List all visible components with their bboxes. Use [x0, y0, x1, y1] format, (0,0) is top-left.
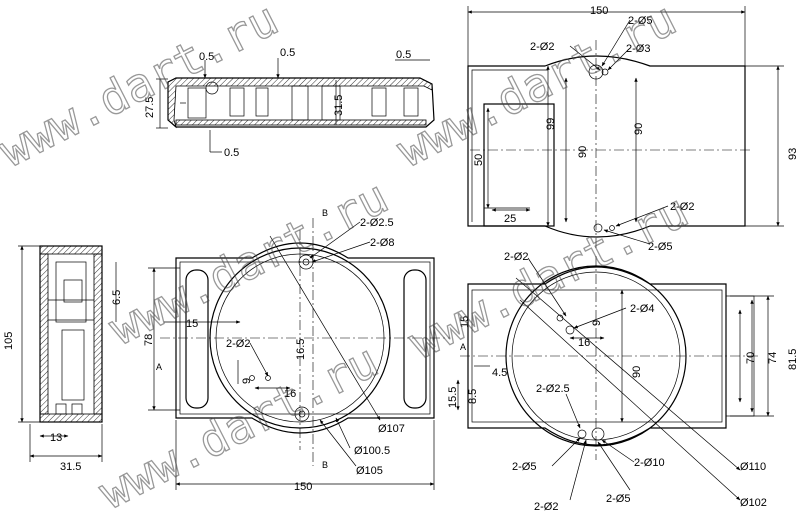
dim-16-mid: 16 — [284, 388, 296, 400]
dim-90-br: 90 — [631, 366, 643, 378]
label-d100-5: Ø100.5 — [354, 445, 390, 457]
dim-31-5: 31.5 — [333, 95, 345, 116]
label-2-d5-br-b: 2-Ø5 — [606, 493, 630, 505]
dim-31-5-left: 31.5 — [60, 461, 81, 473]
dim-0-5-d: 0.5 — [224, 147, 239, 159]
label-2-d4-br: 2-Ø4 — [630, 303, 654, 315]
dim-99: 99 — [545, 118, 557, 130]
watermark-1: www.dart.ru — [0, 0, 286, 178]
dim-81-5: 81.5 — [787, 349, 799, 370]
dim-9-mid: 9 — [241, 378, 253, 384]
dim-6-5: 6.5 — [111, 290, 123, 305]
dim-25: 25 — [504, 213, 516, 225]
dim-93: 93 — [787, 148, 799, 160]
label-2-d5-lower: 2-Ø5 — [648, 241, 672, 253]
dim-0-5-b: 0.5 — [280, 47, 295, 59]
label-2-d2-top: 2-Ø2 — [530, 41, 554, 53]
section-mark-b-bottom: B — [322, 460, 328, 470]
dim-27-5: 27.5 — [144, 97, 156, 118]
watermark-3: www.dart.ru — [100, 169, 396, 355]
section-mark-a-br: A — [460, 342, 466, 352]
dim-9-br: 9 — [591, 320, 603, 326]
dim-15-mid: 15 — [186, 318, 198, 330]
dim-78: 78 — [143, 334, 155, 346]
dim-15-br: 15 — [459, 316, 471, 328]
label-2-d2-5-br: 2-Ø2.5 — [536, 383, 570, 395]
dim-70: 70 — [745, 352, 757, 364]
label-2-d10: 2-Ø10 — [634, 457, 665, 469]
dim-50: 50 — [473, 154, 485, 166]
watermark-layer: www.dart.ru www.dart.ru www.dart.ru www.… — [0, 0, 697, 514]
dim-0-5-c: 0.5 — [396, 49, 411, 61]
left-side-section: 105 6.5 13 31.5 — [3, 245, 123, 473]
label-2-d8-mid: 2-Ø8 — [370, 237, 394, 249]
label-d102: Ø102 — [740, 497, 767, 509]
dim-90-b: 90 — [577, 146, 589, 158]
watermark-5: www.dart.ru — [90, 333, 386, 514]
dim-13: 13 — [50, 432, 62, 444]
label-2-d3-top: 2-Ø3 — [626, 43, 650, 55]
label-2-d2-br: 2-Ø2 — [504, 251, 528, 263]
top-right-plan-view: 150 93 90 90 99 50 25 2-Ø5 2-Ø2 2-Ø3 2-Ø… — [467, 5, 799, 253]
label-2-d5-br-a: 2-Ø5 — [512, 461, 536, 473]
label-2-d5-top: 2-Ø5 — [628, 15, 652, 27]
dim-15-5: 15.5 — [447, 387, 459, 408]
dim-74: 74 — [767, 352, 779, 364]
label-2-d2-br-b: 2-Ø2 — [534, 501, 558, 513]
section-mark-b-top: B — [322, 208, 328, 218]
dim-105: 105 — [3, 332, 15, 350]
dim-8-5: 8.5 — [467, 389, 479, 404]
dim-16-br: 16 — [578, 337, 590, 349]
dim-150-mid: 150 — [294, 481, 312, 493]
label-2-d2-5-mid: 2-Ø2.5 — [360, 217, 394, 229]
label-2-d2-mid: 2-Ø2 — [226, 338, 250, 350]
dim-0-5-a: 0.5 — [199, 51, 214, 63]
label-d107: Ø107 — [378, 423, 405, 435]
section-mark-a-mid: A — [156, 362, 162, 372]
label-d105: Ø105 — [356, 465, 383, 477]
dim-90-a: 90 — [633, 123, 645, 135]
top-section-view: 0.5 0.5 0.5 0.5 27.5 31.5 — [144, 47, 435, 159]
dim-4-5: 4.5 — [492, 367, 507, 379]
watermark-4: www.dart.ru — [400, 183, 696, 369]
label-2-d2-lower: 2-Ø2 — [670, 201, 694, 213]
dim-16-5: 16.5 — [295, 339, 307, 360]
middle-front-view: 150 78 15 16.5 9 16 2-Ø2 2-Ø2.5 2-Ø8 Ø10… — [143, 208, 450, 493]
dim-150-top: 150 — [590, 5, 608, 17]
bottom-right-view: 2-Ø2 2-Ø4 16 9 15 90 70 74 81.5 4.5 15.5… — [447, 251, 799, 513]
label-d110: Ø110 — [740, 461, 766, 473]
